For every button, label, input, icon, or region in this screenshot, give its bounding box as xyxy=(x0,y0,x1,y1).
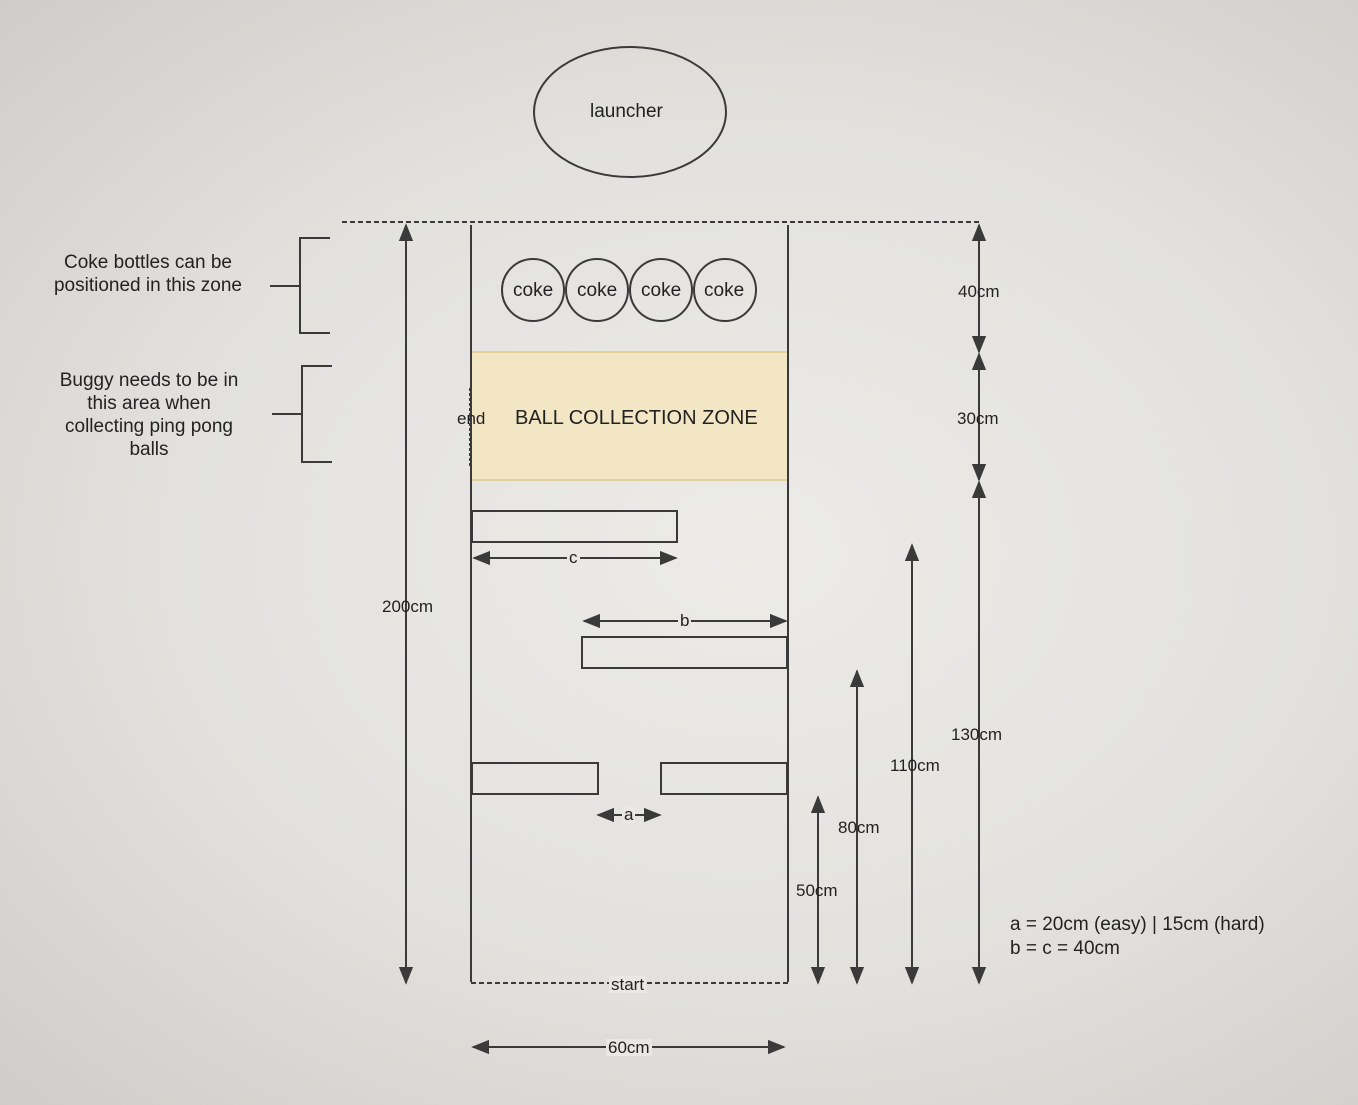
launcher-ellipse xyxy=(533,46,727,178)
legend-line-1: a = 20cm (easy) | 15cm (hard) xyxy=(1010,914,1265,935)
legend-line-2: b = c = 40cm xyxy=(1010,938,1120,959)
end-label: end xyxy=(457,409,486,428)
launcher-label: launcher xyxy=(590,101,663,122)
coke-label-2: coke xyxy=(577,280,618,301)
coke-label-3: coke xyxy=(641,280,682,301)
coke-bottle-3 xyxy=(629,258,693,322)
course-length-label: 130cm xyxy=(951,725,1003,744)
coke-bottle-4 xyxy=(693,258,757,322)
first-gap-height-label: 50cm xyxy=(796,881,838,900)
gap-c-label: c xyxy=(567,548,580,567)
coke-label-4: coke xyxy=(704,280,745,301)
obstacle-c-wall xyxy=(471,510,678,543)
obstacle-a-left-wall xyxy=(471,762,599,795)
gap-b-label: b xyxy=(678,611,692,630)
coke-zone-bracket xyxy=(270,237,330,334)
collection-zone-depth-label: 30cm xyxy=(957,409,999,428)
coke-zone-note: Coke bottles can be positioned in this z… xyxy=(53,252,242,296)
buggy-zone-bracket xyxy=(272,365,332,463)
gap-a-label: a xyxy=(622,805,636,824)
coke-label-1: coke xyxy=(513,280,554,301)
width-label: 60cm xyxy=(606,1038,652,1057)
total-length-label: 200cm xyxy=(382,597,434,616)
ball-collection-zone xyxy=(472,352,788,480)
third-wall-height-label: 110cm xyxy=(890,756,940,775)
coke-bottle-2 xyxy=(565,258,629,322)
second-wall-height-label: 80cm xyxy=(838,818,880,837)
obstacle-b-wall xyxy=(581,636,788,669)
coke-bottle-1 xyxy=(501,258,565,322)
obstacle-a-right-wall xyxy=(660,762,788,795)
start-label: start xyxy=(609,975,647,994)
coke-zone-depth-label: 40cm xyxy=(958,282,1000,301)
ball-collection-zone-label: BALL COLLECTION ZONE xyxy=(515,407,758,429)
buggy-zone-note: Buggy needs to be in this area when coll… xyxy=(59,370,239,460)
